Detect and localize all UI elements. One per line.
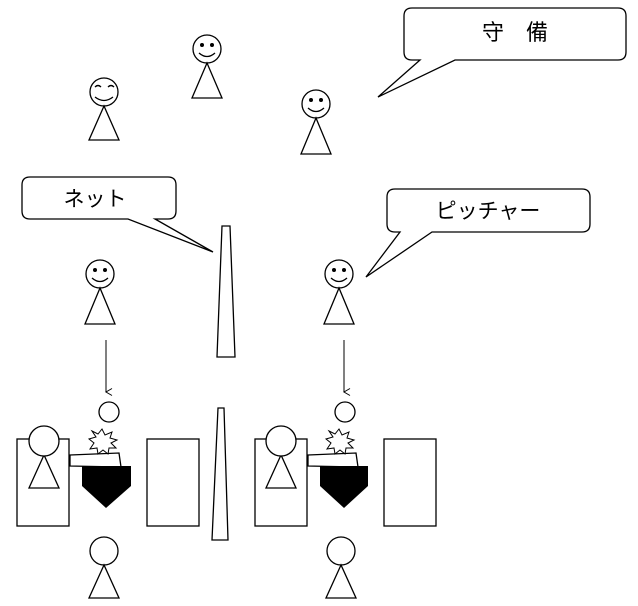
catcher-left	[87, 536, 121, 599]
fielder-center	[191, 34, 223, 99]
ball	[334, 401, 356, 423]
callout-net-label: ネット	[64, 187, 127, 211]
fielder-right	[300, 89, 332, 155]
callout-fielders: 守 備	[377, 7, 627, 98]
batter	[27, 453, 61, 489]
catcher-right	[324, 536, 358, 599]
callout-net: ネット	[21, 176, 214, 253]
ball	[98, 401, 120, 423]
batter-head	[265, 425, 297, 457]
batter-head	[28, 425, 60, 457]
batter-box-right	[146, 438, 200, 527]
impact-burst	[324, 428, 356, 455]
callout-pitcher: ピッチャー	[365, 188, 591, 278]
batter	[264, 453, 298, 489]
impact-burst	[87, 428, 119, 455]
callout-fielders-label: 守 備	[482, 21, 548, 46]
batter-box-right	[383, 438, 437, 527]
batting-station-right	[254, 401, 437, 527]
batting-station-left	[16, 401, 200, 527]
net-upper	[216, 225, 236, 358]
home-plate	[320, 466, 368, 508]
net-lower	[211, 407, 229, 541]
pitcher-right	[323, 259, 355, 325]
home-plate	[82, 466, 131, 508]
fielder-left	[88, 77, 120, 141]
bat	[307, 452, 359, 468]
callout-pitcher-label: ピッチャー	[436, 199, 541, 223]
pitcher-left	[84, 259, 116, 325]
bat	[69, 452, 122, 468]
